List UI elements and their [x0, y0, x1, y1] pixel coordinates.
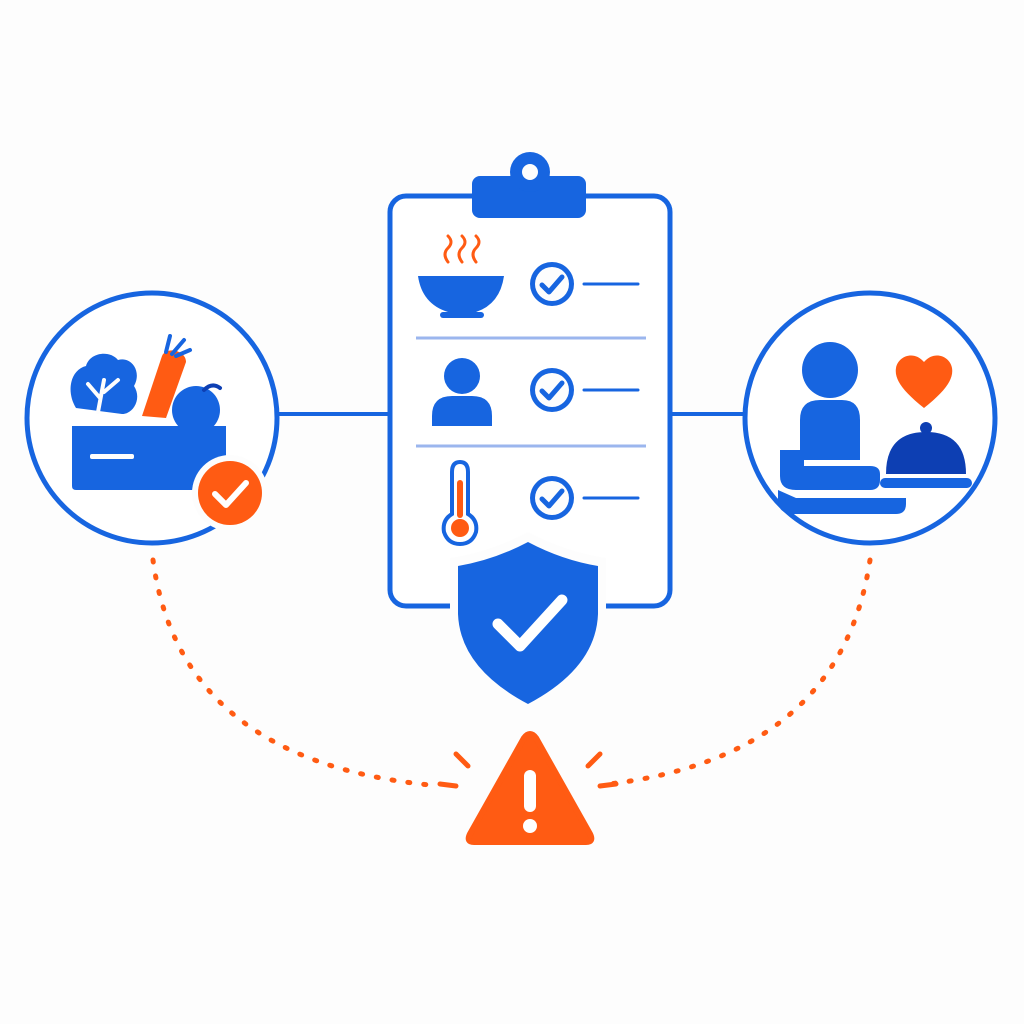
checklist-row-3 — [441, 459, 640, 547]
dotted-connector-left — [150, 557, 433, 788]
dotted-connector-right — [597, 557, 873, 788]
steaming-bowl-icon — [418, 234, 504, 318]
thermometer-icon — [441, 459, 479, 547]
check-circle-icon — [530, 368, 574, 412]
checklist-clipboard-icon — [387, 152, 673, 609]
warning-triangle-icon — [437, 731, 619, 845]
alert-emphasis-lines — [437, 751, 619, 789]
checklist-row-2 — [432, 358, 640, 426]
person-icon — [432, 358, 492, 426]
check-circle-icon — [530, 476, 574, 520]
produce-crate-icon — [70, 334, 226, 490]
person-with-meal-icon — [778, 342, 906, 514]
checklist-row-1 — [418, 234, 640, 318]
heart-icon — [895, 355, 953, 408]
produce-node — [24, 290, 280, 546]
shield-check-icon — [450, 532, 606, 712]
diner-node — [742, 290, 998, 546]
check-circle-icon — [530, 262, 574, 306]
serving-cloche-icon — [880, 422, 972, 488]
approved-check-badge-icon — [192, 455, 268, 531]
